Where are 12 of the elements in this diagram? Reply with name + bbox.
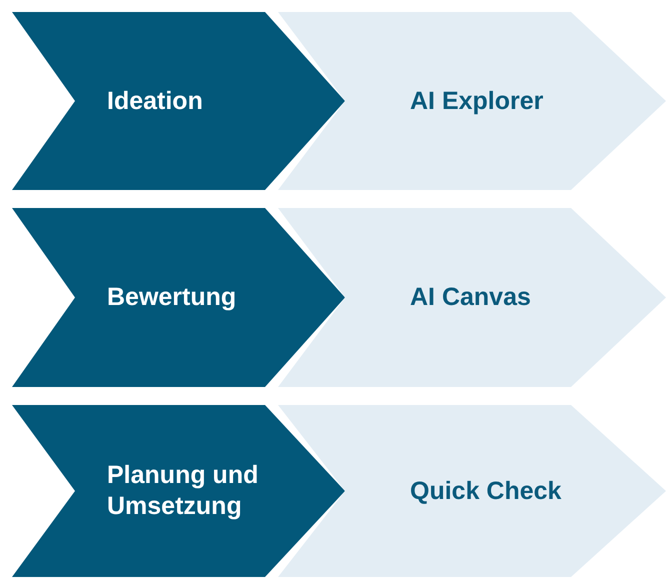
- step-label: Bewertung: [107, 282, 238, 313]
- step-label: AI Canvas: [410, 282, 532, 313]
- chevron-step: [278, 12, 666, 190]
- chevron-step: [12, 12, 345, 190]
- chevron-step: [12, 208, 345, 387]
- step-label: Quick Check: [410, 476, 562, 506]
- step-label: AI Explorer: [410, 86, 544, 116]
- step-label: Planung und Umsetzung: [107, 460, 260, 522]
- step-label: Ideation: [107, 86, 204, 116]
- chevron-step: [12, 405, 345, 577]
- chevron-step: [278, 405, 666, 577]
- chevron-step: [278, 208, 666, 387]
